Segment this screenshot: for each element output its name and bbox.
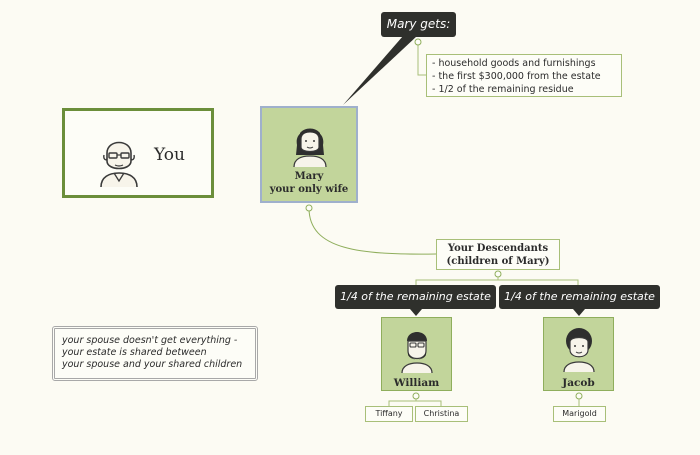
jacob-label: Jacob [562, 377, 595, 389]
jacob-handle[interactable] [575, 392, 583, 400]
william-handle[interactable] [412, 392, 420, 400]
note-line: your spouse doesn't get everything - [62, 335, 238, 346]
note-box[interactable]: your spouse doesn't get everything - you… [52, 326, 258, 381]
mary-gets-item: - the first $300,000 from the estate [432, 71, 601, 82]
mary-node[interactable] [260, 106, 358, 203]
william-grandchildren-connector [388, 399, 442, 406]
mary-gets-connector [417, 41, 426, 76]
mary-gets-pointer [343, 36, 417, 105]
mary-gets-callout[interactable]: Mary gets: [381, 12, 456, 37]
mary-gets-item: - 1/2 of the remaining residue [432, 84, 574, 95]
jacob-share-pointer [573, 309, 585, 316]
person-curly-hair-icon [563, 328, 595, 372]
grandchild-node-marigold[interactable]: Marigold [553, 406, 606, 422]
descendants-handle[interactable] [494, 270, 502, 278]
william-share-callout[interactable]: 1/4 of the remaining estate [335, 285, 496, 309]
william-label: William [393, 377, 440, 389]
mary-name: Mary [294, 171, 324, 182]
note-line: your estate is shared between [62, 347, 207, 358]
grandchild-node-christina[interactable]: Christina [415, 406, 468, 422]
jacob-node[interactable] [543, 317, 614, 391]
mary-gets-handle[interactable] [414, 38, 422, 46]
descendants-node[interactable]: Your Descendants (children of Mary) [436, 239, 560, 270]
descendants-branch [415, 277, 579, 285]
mary-gets-list[interactable]: - household goods and furnishings - the … [426, 54, 622, 97]
you-label: You [154, 145, 185, 165]
note-line: your spouse and your shared children [62, 359, 243, 370]
mary-handle[interactable] [305, 204, 313, 212]
mary-role: your only wife [269, 184, 349, 195]
william-node[interactable] [381, 317, 452, 391]
person-woman-icon [293, 128, 327, 167]
person-beard-icon [401, 332, 433, 373]
mary-label: Mary your only wife [260, 170, 358, 196]
mary-gets-item: - household goods and furnishings [432, 58, 596, 69]
jacob-share-callout[interactable]: 1/4 of the remaining estate [499, 285, 660, 309]
descendants-subtitle: (children of Mary) [446, 256, 550, 267]
william-share-pointer [410, 309, 422, 316]
you-node[interactable] [62, 108, 214, 198]
mary-descendants-connector [308, 207, 437, 255]
grandchild-node-tiffany[interactable]: Tiffany [365, 406, 413, 422]
person-glasses-icon [100, 141, 138, 187]
descendants-title: Your Descendants [447, 243, 549, 254]
